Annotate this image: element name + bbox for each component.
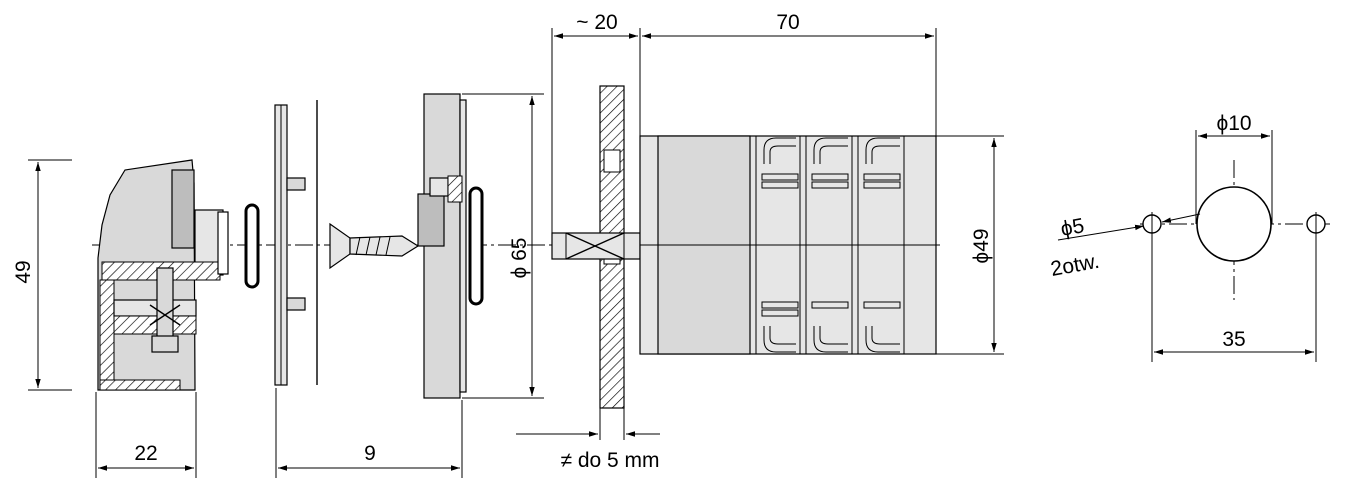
dim-65-label: ϕ 65: [508, 238, 531, 279]
dim-panel-thickness: ≠ do 5 mm: [516, 408, 660, 472]
dim-22-label: 22: [134, 442, 157, 465]
dim-70-label: 70: [776, 11, 799, 34]
screw: [329, 222, 420, 270]
dim-diameter-49: ϕ49: [936, 135, 1004, 355]
dim-20-label: ~ 20: [576, 11, 617, 34]
dim-panel-20: ~ 20: [551, 11, 641, 258]
shaft: [551, 232, 641, 260]
dim-d49-label: ϕ49: [970, 228, 993, 263]
center-hole: [1196, 186, 1272, 262]
dim-height-49: 49: [12, 159, 72, 391]
o-ring-2: [468, 186, 484, 306]
o-ring-1: [244, 203, 260, 289]
holes-count-label: 2otw.: [1049, 250, 1101, 281]
escutcheon: [417, 93, 467, 399]
dim-depth-22: 22: [95, 392, 197, 478]
dim-9-label: 9: [364, 442, 376, 465]
hole-pattern: ϕ10 35 ϕ5 2otw.: [1049, 112, 1330, 362]
dim-diameter-65: ϕ 65: [462, 93, 544, 399]
dim-d5-label: ϕ5: [1059, 214, 1086, 241]
dim-body-70: 70: [642, 11, 937, 136]
switch-body: [639, 135, 937, 355]
knob: [97, 159, 229, 391]
dim-depth-9: 9: [275, 388, 463, 478]
dim-d10-label: ϕ10: [1216, 112, 1251, 135]
dim-49-label: 49: [12, 260, 35, 283]
dim-35-label: 35: [1222, 328, 1245, 351]
front-plate: [274, 100, 318, 386]
dim-thickness-label: ≠ do 5 mm: [560, 449, 659, 472]
